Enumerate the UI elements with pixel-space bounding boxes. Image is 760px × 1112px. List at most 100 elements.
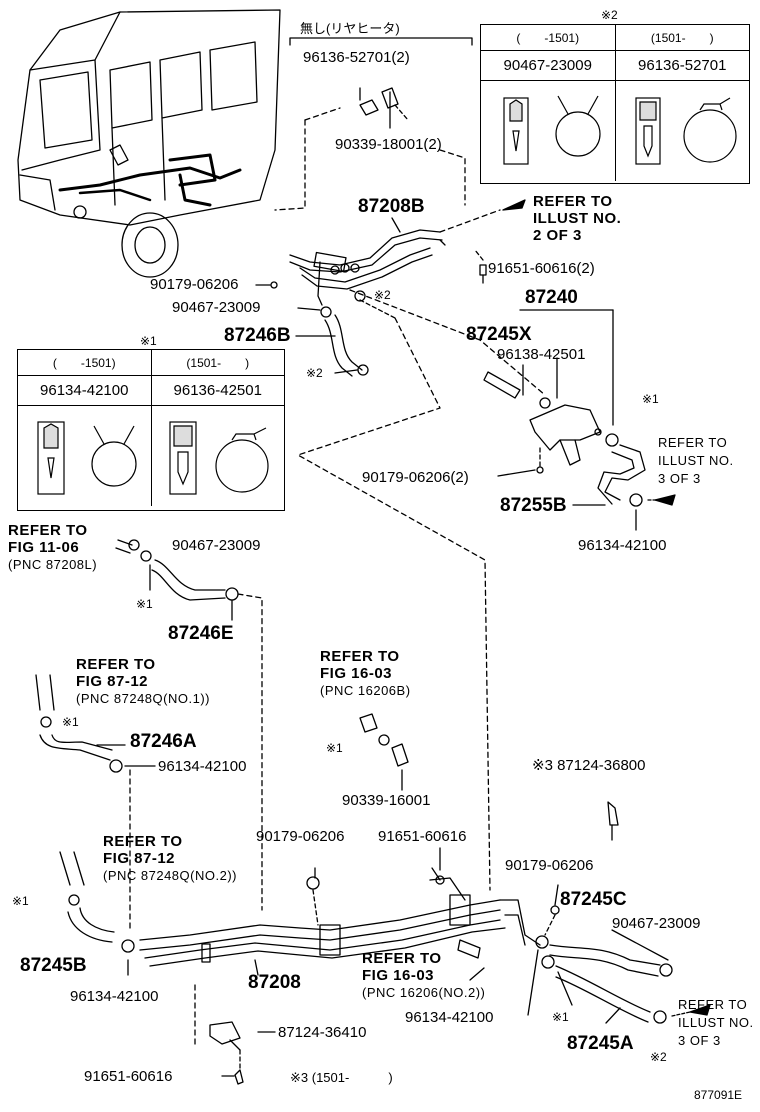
ref-line: REFER TO xyxy=(362,950,442,967)
ref-line: FIG 16-03 xyxy=(362,967,435,984)
table-cell[interactable]: 96136-42501 xyxy=(150,376,285,405)
note-mark-1: ※1 xyxy=(326,741,343,755)
ref-illust-3-of-3-lower[interactable]: REFER TO ILLUST NO. 3 OF 3 xyxy=(678,996,754,1050)
part-96134-42100[interactable]: 96134-42100 xyxy=(578,537,667,554)
table-cell[interactable]: 96134-42100 xyxy=(40,382,129,399)
part-90467-23009[interactable]: 90467-23009 xyxy=(612,915,701,932)
note-mark-2: ※2 xyxy=(306,366,323,380)
ref-line: REFER TO xyxy=(103,833,183,850)
table-row xyxy=(481,81,749,181)
clamp-icon xyxy=(37,421,137,495)
note-mark-3-range: ※3 (1501- ) xyxy=(290,1070,393,1085)
ref-line: FIG 87-12 xyxy=(76,673,149,690)
part-87124-36410[interactable]: 87124-36410 xyxy=(278,1024,367,1041)
clamp-pictures-right xyxy=(150,406,285,506)
table-cell: (1501- ) xyxy=(614,25,750,50)
ref-fig-87-12-no1[interactable]: REFER TO FIG 87-12 (PNC 87248Q(NO.1)) xyxy=(76,656,210,707)
ref-line: 3 OF 3 xyxy=(658,471,701,486)
ref-fig-16-03-b[interactable]: REFER TO FIG 16-03 (PNC 16206(NO.2)) xyxy=(362,950,485,1001)
table-cell: ( -1501) xyxy=(516,31,580,45)
ref-line: (PNC 16206B) xyxy=(320,683,411,698)
pnc-87245A[interactable]: 87245A xyxy=(567,1033,634,1054)
pnc-87245B[interactable]: 87245B xyxy=(20,955,87,976)
ref-line: 3 OF 3 xyxy=(678,1033,721,1048)
ref-line: 2 OF 3 xyxy=(533,227,582,244)
table-row xyxy=(18,406,284,506)
part-90339-18001-2[interactable]: 90339-18001(2) xyxy=(335,136,442,153)
ref-line: FIG 11-06 xyxy=(8,539,80,556)
table-row: ( -1501) (1501- ) xyxy=(18,350,284,376)
ref-fig-16-03-a[interactable]: REFER TO FIG 16-03 (PNC 16206B) xyxy=(320,648,411,699)
pnc-87208B[interactable]: 87208B xyxy=(358,196,425,217)
part-87124-36800-mark3[interactable]: ※3 87124-36800 xyxy=(532,757,646,774)
part-91651-60616-2[interactable]: 91651-60616(2) xyxy=(488,260,595,277)
clamp-icon xyxy=(503,95,601,165)
part-96134-42100[interactable]: 96134-42100 xyxy=(405,1009,494,1026)
note-mark-2: ※2 xyxy=(374,288,391,302)
part-90179-06206[interactable]: 90179-06206 xyxy=(256,828,345,845)
clamp-pictures-left xyxy=(18,406,151,506)
ref-illust-3-of-3-upper[interactable]: REFER TO ILLUST NO. 3 OF 3 xyxy=(658,434,734,488)
ref-line: REFER TO xyxy=(533,193,613,210)
pnc-87245X[interactable]: 87245X xyxy=(466,324,532,345)
pnc-87246A[interactable]: 87246A xyxy=(130,731,197,752)
clamp-pictures-right xyxy=(614,81,750,181)
part-96134-42100[interactable]: 96134-42100 xyxy=(70,988,159,1005)
table-note-1: ( -1501) (1501- ) 96134-42100 96136-4250… xyxy=(17,349,285,511)
ref-illust-2-of-3[interactable]: REFER TO ILLUST NO. 2 OF 3 xyxy=(533,193,621,244)
ref-line: (PNC 87248Q(NO.2)) xyxy=(103,868,237,883)
pnc-87240[interactable]: 87240 xyxy=(525,287,578,308)
table-note-2: ( -1501) (1501- ) 90467-23009 96136-5270… xyxy=(480,24,750,184)
table-row: ( -1501) (1501- ) xyxy=(481,25,749,51)
note-mark-1: ※1 xyxy=(136,597,153,611)
pnc-87246E[interactable]: 87246E xyxy=(168,623,234,644)
ref-line: ILLUST NO. xyxy=(678,1015,754,1030)
part-91651-60616[interactable]: 91651-60616 xyxy=(84,1068,173,1085)
part-90179-06206-2[interactable]: 90179-06206(2) xyxy=(362,469,469,486)
part-90467-23009[interactable]: 90467-23009 xyxy=(172,299,261,316)
part-96138-42501[interactable]: 96138-42501 xyxy=(497,346,586,363)
ref-line: ILLUST NO. xyxy=(533,210,622,227)
ref-line: REFER TO xyxy=(8,522,88,539)
table2-mark: ※2 xyxy=(601,8,618,22)
note-mark-1: ※1 xyxy=(62,715,79,729)
illustration-code: 877091E xyxy=(694,1088,743,1102)
note-mark-1: ※1 xyxy=(552,1010,569,1024)
van-illustration xyxy=(17,9,281,278)
ref-line: REFER TO xyxy=(658,435,728,450)
pnc-87208[interactable]: 87208 xyxy=(248,972,301,993)
table-cell[interactable]: 90467-23009 xyxy=(503,57,592,74)
pnc-87246B[interactable]: 87246B xyxy=(224,325,291,346)
part-96136-52701-2[interactable]: 96136-52701(2) xyxy=(303,49,410,66)
ref-line: REFER TO xyxy=(678,997,748,1012)
ref-line: (PNC 16206(NO.2)) xyxy=(362,985,486,1000)
ref-line: REFER TO xyxy=(320,648,400,665)
note-mark-1: ※1 xyxy=(642,392,659,406)
table-row: 90467-23009 96136-52701 xyxy=(481,51,749,81)
table-cell[interactable]: 96136-52701 xyxy=(614,51,750,80)
pnc-87245C[interactable]: 87245C xyxy=(560,889,627,910)
ref-line: (PNC 87248Q(NO.1)) xyxy=(76,691,210,706)
part-90179-06206[interactable]: 90179-06206 xyxy=(505,857,594,874)
clamp-icon xyxy=(169,421,269,495)
table-cell: ( -1501) xyxy=(52,356,116,370)
part-90467-23009[interactable]: 90467-23009 xyxy=(172,537,261,554)
table-cell: (1501- ) xyxy=(150,350,285,375)
ref-line: FIG 16-03 xyxy=(320,665,393,682)
part-96134-42100[interactable]: 96134-42100 xyxy=(158,758,247,775)
table1-mark: ※1 xyxy=(140,334,157,348)
ref-line: (PNC 87208L) xyxy=(8,557,98,572)
part-90339-16001[interactable]: 90339-16001 xyxy=(342,792,431,809)
part-91651-60616[interactable]: 91651-60616 xyxy=(378,828,467,845)
part-90179-06206[interactable]: 90179-06206 xyxy=(150,276,239,293)
table-row: 96134-42100 96136-42501 xyxy=(18,376,284,406)
ref-line: ILLUST NO. xyxy=(658,453,734,468)
clamp-icon xyxy=(635,97,737,165)
ref-line: FIG 87-12 xyxy=(103,850,176,867)
clamp-pictures-left xyxy=(481,81,615,181)
pnc-87255B[interactable]: 87255B xyxy=(500,495,567,516)
ref-fig-87-12-no2[interactable]: REFER TO FIG 87-12 (PNC 87248Q(NO.2)) xyxy=(103,833,237,884)
note-mark-2: ※2 xyxy=(650,1050,667,1064)
ref-fig-11-06[interactable]: REFER TO FIG 11-06 (PNC 87208L) xyxy=(8,522,97,573)
